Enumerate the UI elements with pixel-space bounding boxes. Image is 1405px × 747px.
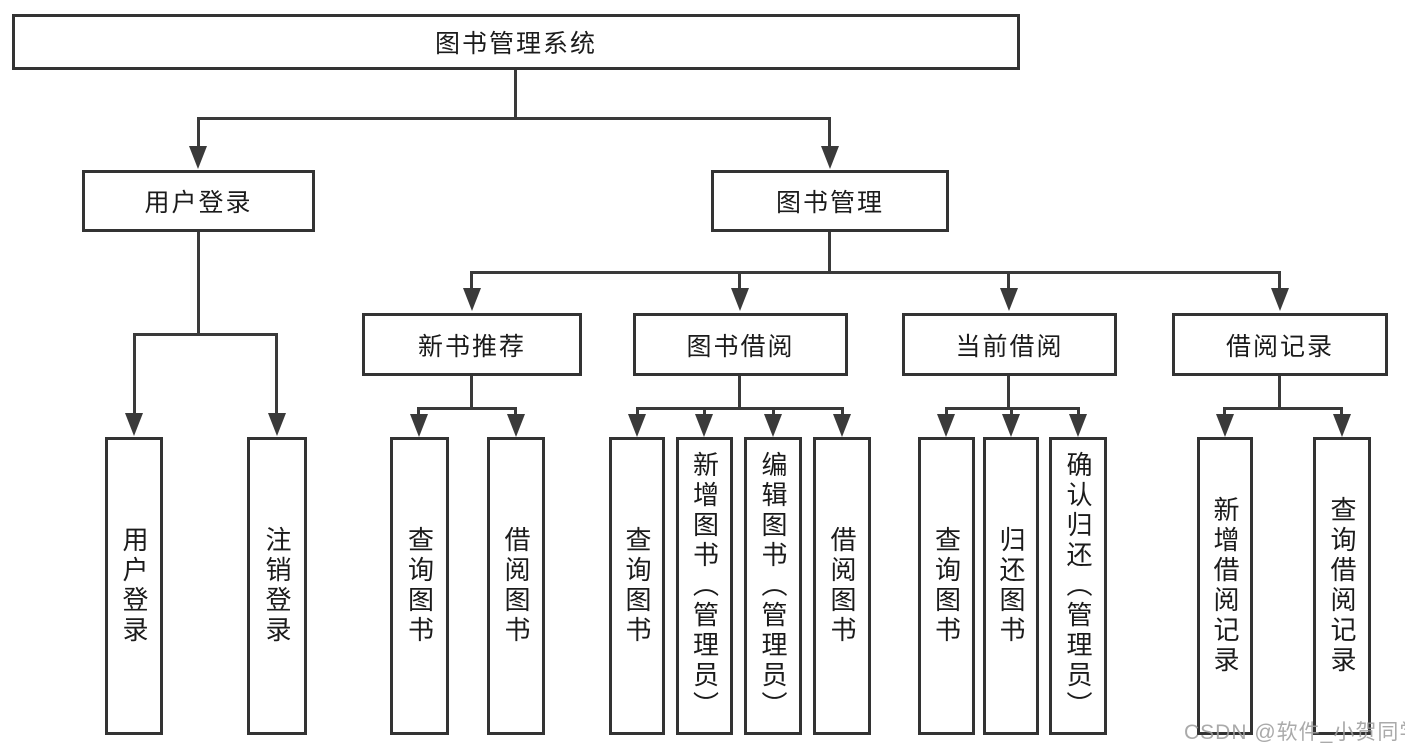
node-label: 查询图书 xyxy=(622,526,652,646)
connector-line xyxy=(738,376,741,409)
arrow-down-icon xyxy=(628,414,646,437)
connector-line xyxy=(470,271,1281,274)
node-label: 编辑图书（管理员） xyxy=(758,451,788,721)
arrow-down-icon xyxy=(731,288,749,311)
connector-line xyxy=(1223,407,1343,410)
arrow-down-icon xyxy=(410,414,428,437)
connector-line xyxy=(1278,376,1281,409)
connector-line xyxy=(1007,376,1010,409)
node-label: 用户登录 xyxy=(144,189,253,217)
node-label: 图书管理 xyxy=(775,189,884,217)
node-label: 图书管理系统 xyxy=(434,30,597,58)
node-query-books-recommend: 查询图书 xyxy=(390,437,449,735)
node-label: 查询图书 xyxy=(404,526,435,646)
node-borrow-books-borrow: 借阅图书 xyxy=(813,437,871,735)
connector-line xyxy=(772,407,775,417)
arrow-down-icon xyxy=(1333,414,1351,437)
connector-line xyxy=(1340,407,1343,417)
connector-line xyxy=(1278,271,1281,291)
arrow-down-icon xyxy=(764,414,782,437)
node-return-books: 归还图书 xyxy=(983,437,1039,735)
node-label: 借阅记录 xyxy=(1225,332,1334,361)
arrow-down-icon xyxy=(1002,414,1020,437)
node-query-borrow-record: 查询借阅记录 xyxy=(1313,437,1371,735)
arrow-down-icon xyxy=(937,414,955,437)
arrow-down-icon xyxy=(125,413,143,436)
arrow-down-icon xyxy=(821,146,839,169)
node-book-borrow: 图书借阅 xyxy=(633,313,848,376)
node-label: 注销登录 xyxy=(262,526,292,646)
node-label: 新增借阅记录 xyxy=(1210,496,1240,676)
arrow-down-icon xyxy=(1000,288,1018,311)
node-query-books-current: 查询图书 xyxy=(918,437,975,735)
arrow-down-icon xyxy=(463,288,481,311)
arrow-down-icon xyxy=(695,414,713,437)
connector-line xyxy=(1010,407,1013,417)
connector-line xyxy=(636,407,639,417)
connector-line xyxy=(738,271,741,291)
connector-line xyxy=(636,407,844,410)
node-book-management-system: 图书管理系统 xyxy=(12,14,1020,70)
node-new-book-recommend: 新书推荐 xyxy=(362,313,582,376)
connector-line xyxy=(1077,407,1080,417)
arrow-down-icon xyxy=(1069,414,1087,437)
connector-line xyxy=(1007,271,1010,291)
node-label: 新增图书（管理员） xyxy=(689,451,720,721)
connector-line xyxy=(828,232,831,273)
arrow-down-icon xyxy=(833,414,851,437)
connector-line xyxy=(945,407,948,417)
connector-line xyxy=(514,70,517,118)
node-user-login-branch: 用户登录 xyxy=(82,170,315,232)
arrow-down-icon xyxy=(1271,288,1289,311)
node-borrow-records: 借阅记录 xyxy=(1172,313,1388,376)
node-book-management-branch: 图书管理 xyxy=(711,170,949,232)
connector-line xyxy=(133,333,136,415)
arrow-down-icon xyxy=(1216,414,1234,437)
node-label: 借阅图书 xyxy=(827,526,857,646)
connector-line xyxy=(703,407,706,417)
connector-line xyxy=(470,376,473,409)
node-user-login-action: 用户登录 xyxy=(105,437,163,735)
node-add-books-admin: 新增图书（管理员） xyxy=(676,437,733,735)
connector-line xyxy=(133,333,278,336)
connector-line xyxy=(275,333,278,415)
arrow-down-icon xyxy=(507,414,525,437)
connector-line xyxy=(417,407,517,410)
csdn-watermark: CSDN @软件_小贺同学 xyxy=(1184,721,1405,744)
connector-line xyxy=(828,117,831,149)
node-label: 查询图书 xyxy=(931,526,962,646)
connector-line xyxy=(841,407,844,417)
node-edit-books-admin: 编辑图书（管理员） xyxy=(744,437,802,735)
arrow-down-icon xyxy=(268,413,286,436)
connector-line xyxy=(197,232,200,335)
node-confirm-return-admin: 确认归还（管理员） xyxy=(1049,437,1107,735)
node-logout-action: 注销登录 xyxy=(247,437,307,735)
connector-line xyxy=(470,271,473,291)
connector-line xyxy=(417,407,420,417)
node-label: 当前借阅 xyxy=(955,332,1064,361)
node-label: 确认归还（管理员） xyxy=(1063,451,1093,721)
node-label: 查询借阅记录 xyxy=(1327,496,1357,676)
node-label: 图书借阅 xyxy=(686,332,795,361)
connector-line xyxy=(197,117,200,149)
node-current-borrow: 当前借阅 xyxy=(902,313,1117,376)
node-add-borrow-record: 新增借阅记录 xyxy=(1197,437,1253,735)
node-label: 归还图书 xyxy=(996,526,1026,646)
node-query-books-borrow: 查询图书 xyxy=(609,437,665,735)
node-label: 用户登录 xyxy=(119,526,149,646)
connector-line xyxy=(1223,407,1226,417)
connector-line xyxy=(514,407,517,417)
arrow-down-icon xyxy=(189,146,207,169)
node-borrow-books-recommend: 借阅图书 xyxy=(487,437,545,735)
connector-line xyxy=(197,117,831,120)
node-label: 借阅图书 xyxy=(501,526,531,646)
node-label: 新书推荐 xyxy=(417,332,526,361)
